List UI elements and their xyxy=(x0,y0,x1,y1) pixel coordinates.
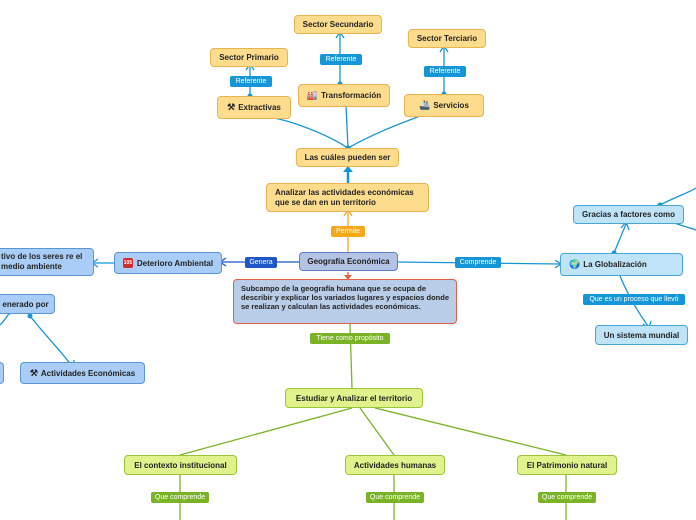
arrowhead-cuales xyxy=(343,166,353,172)
central-node[interactable]: Geografía Económica xyxy=(299,252,398,271)
estudiar-node[interactable]: Estudiar y Analizar el territorio xyxy=(285,388,423,408)
services-icon: 🚢 xyxy=(419,100,431,110)
sistema-label: Un sistema mundial xyxy=(603,330,680,340)
extractivas-label: Extractivas xyxy=(238,103,281,112)
transformacion-label: Transformación xyxy=(321,91,382,100)
transformacion-node[interactable]: 🏭 Transformación xyxy=(298,84,390,107)
description-text: Subcampo de la geografía humana que se o… xyxy=(241,284,450,311)
link-cuales-extractivas xyxy=(271,117,349,149)
deterioro-badge: 105 xyxy=(122,258,133,268)
permite-label: Permite xyxy=(331,226,365,237)
deterioro-label: Deterioro Ambiental xyxy=(136,258,214,268)
contexto-node[interactable]: El contexto institucional xyxy=(124,455,237,475)
servicios-node[interactable]: 🚢 Servicios xyxy=(404,94,484,117)
link-estudiar-patrimonio xyxy=(374,407,567,456)
cuales-node[interactable]: Las cuáles pueden ser xyxy=(296,148,399,167)
pick-icon-2: ⚒ xyxy=(29,367,38,378)
link-cuales-transformacion xyxy=(345,105,349,149)
offscreen-left-node[interactable] xyxy=(0,362,4,384)
factory-icon: 🏭 xyxy=(306,90,319,100)
sector-secundario-node[interactable]: Sector Secundario xyxy=(294,15,382,34)
sector-primario-node[interactable]: Sector Primario xyxy=(210,48,288,67)
proposito-label: Tiene como propósito xyxy=(310,333,390,344)
central-label: Geografía Económica xyxy=(307,257,390,266)
analyze-text: Analizar las actividades económicas que … xyxy=(275,187,414,207)
generado-node[interactable]: enerado por xyxy=(0,294,55,314)
link-globalizacion-factores xyxy=(613,223,627,254)
patrimonio-label: El Patrimonio natural xyxy=(526,460,608,470)
link-globalizacion-sistema xyxy=(619,275,649,327)
factores-node[interactable]: Gracias a factores como xyxy=(573,205,684,224)
link-estudiar-contexto xyxy=(179,407,353,456)
description-node[interactable]: Subcampo de la geografía humana que se o… xyxy=(233,279,457,324)
factores-label: Gracias a factores como xyxy=(582,210,675,219)
humanas-node[interactable]: Actividades humanas xyxy=(345,455,445,475)
globe-icon: 🌍 xyxy=(569,259,581,269)
link-factores-offscreen-1 xyxy=(659,187,696,206)
genera-label: Genera xyxy=(245,257,277,268)
actividades-economicas-label: Actividades Económicas xyxy=(40,368,136,378)
sistema-node[interactable]: Un sistema mundial xyxy=(595,325,688,345)
globalizacion-label: La Globalización xyxy=(583,260,647,269)
link-generado-left xyxy=(0,311,11,326)
referente-label-2: Referente xyxy=(320,54,362,65)
referente-label-1: Referente xyxy=(230,76,272,87)
humanas-label: Actividades humanas xyxy=(353,460,437,470)
proceso-label: Que es un proceso que llevó xyxy=(583,294,685,305)
sector-terciario-label: Sector Terciario xyxy=(416,34,478,43)
que-comprende-label-2: Que comprende xyxy=(366,492,424,503)
analyze-node[interactable]: Analizar las actividades económicas que … xyxy=(266,183,429,212)
efecto-node[interactable]: tivo de los seres re el medio ambiente xyxy=(0,248,94,276)
patrimonio-node[interactable]: El Patrimonio natural xyxy=(517,455,617,475)
sector-secundario-label: Sector Secundario xyxy=(302,20,374,29)
que-comprende-label-1: Que comprende xyxy=(151,492,209,503)
sector-terciario-node[interactable]: Sector Terciario xyxy=(408,29,486,48)
globalizacion-node[interactable]: 🌍 La Globalización xyxy=(560,253,683,276)
deterioro-node[interactable]: 105 Deterioro Ambiental xyxy=(114,252,222,274)
referente-label-3: Referente xyxy=(424,66,466,77)
pick-icon: ⚒ xyxy=(227,102,236,112)
generado-label: enerado por xyxy=(2,299,49,309)
extractivas-node[interactable]: ⚒ Extractivas xyxy=(217,96,291,119)
comprende-label: Comprende xyxy=(455,257,501,268)
cuales-label: Las cuáles pueden ser xyxy=(304,153,391,162)
que-comprende-label-3: Que comprende xyxy=(538,492,596,503)
efecto-text: tivo de los seres re el medio ambiente xyxy=(1,252,83,271)
contexto-label: El contexto institucional xyxy=(134,460,227,470)
link-cuales-servicios xyxy=(347,115,421,149)
arrowhead-description xyxy=(344,275,352,280)
link-estudiar-humanas xyxy=(359,407,395,456)
link-generado-actividades xyxy=(29,315,73,367)
actividades-economicas-node[interactable]: ⚒ Actividades Económicas xyxy=(20,362,145,384)
dot-generado xyxy=(27,313,33,319)
servicios-label: Servicios xyxy=(433,101,469,110)
estudiar-label: Estudiar y Analizar el territorio xyxy=(295,393,413,403)
sector-primario-label: Sector Primario xyxy=(219,53,279,62)
